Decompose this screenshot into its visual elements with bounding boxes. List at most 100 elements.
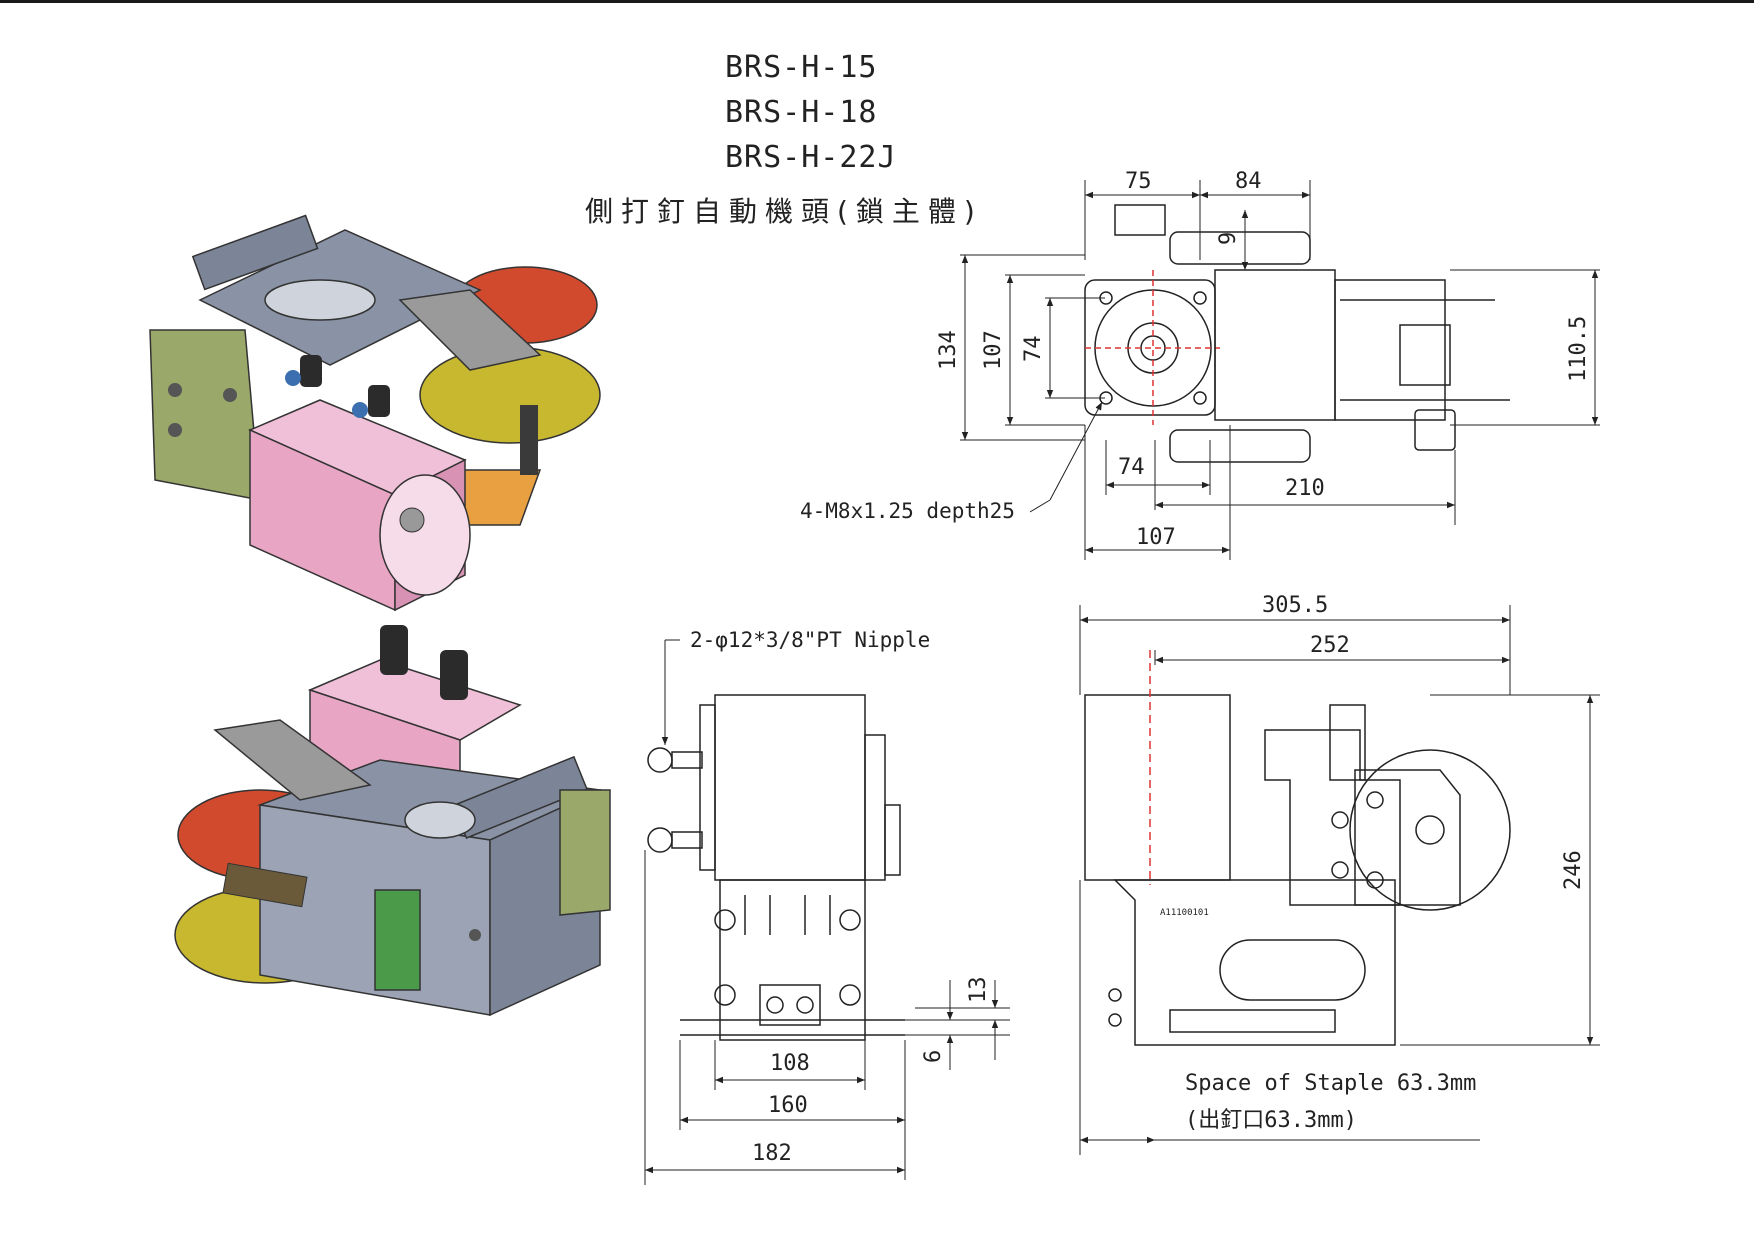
dim-label: 84 [1235,169,1262,194]
staple-guide [222,862,308,908]
dim-label: 74 [1021,336,1046,363]
dim-label: 108 [770,1051,810,1076]
fitting-ring-icon [352,402,368,418]
dim-label: 246 [1561,850,1586,890]
bolt-icon [714,909,736,931]
nose-block [759,984,821,1026]
shaft-nut-icon [399,507,425,533]
bolt-hole-icon [1193,391,1207,405]
nipple-body [671,831,703,849]
dim-label: 75 [1125,169,1152,194]
description-title: 側打釘自動機頭(鎖主體) [585,195,983,228]
cross-bar [398,289,542,371]
nipple-callout: 2-φ12*3/8"PT Nipple [690,628,930,652]
dim-label: 134 [936,330,961,370]
bolt-icon [766,996,784,1014]
bolt-icon [1366,871,1384,889]
isometric-view-bottom [174,625,611,1017]
roller-hub [1415,815,1445,845]
model-title-1: BRS-H-15 [725,50,878,85]
top-orthographic-view [1084,204,1510,463]
front-view-dimensions [644,639,1010,1185]
bolt-icon [1108,1013,1122,1027]
bolt-icon [714,984,736,1006]
isometric-view-top [149,214,601,612]
arm-bracket [1354,769,1461,906]
motor-right-plate [864,734,886,881]
part-label: A11100101 [1160,908,1209,918]
motor-body-outline [1084,694,1231,881]
mount-bracket [191,214,319,291]
fitting-ring-icon [285,370,301,386]
staple-space-note: Space of Staple 63.3mm [1185,1071,1476,1096]
air-fitting-icon [300,355,322,387]
green-bracket [374,889,421,991]
dim-label: 305.5 [1262,593,1328,618]
motor-side-plate [699,704,716,871]
dim-label: 107 [981,330,1006,370]
nipple-fitting-icon [647,827,673,853]
side-view-dimensions [1079,605,1600,1155]
side-view-dimension-labels: 305.5 252 246 A11100101 Space of Staple … [1160,593,1586,1133]
nipple-fitting-icon [647,747,673,773]
motor-bore [1094,289,1212,407]
green-bracket [149,329,261,501]
motor-shaft [1140,335,1166,361]
bolt-icon [223,388,237,402]
inlet-fitting [1114,204,1166,236]
dim-label: 252 [1310,633,1350,658]
dim-label: 160 [768,1093,808,1118]
dim-label: 6 [921,1050,946,1063]
sheet-top-border [0,0,1754,3]
staple-rail [1169,1009,1336,1033]
bolt-icon [469,929,481,941]
bolt-icon [1331,811,1349,829]
model-title-3: BRS-H-22J [725,140,897,175]
cylinder-block [1329,704,1366,781]
lower-slot-plate [1169,429,1311,463]
staple-space-note-cn: (出釘口63.3mm) [1185,1108,1357,1133]
top-view-dimension-labels: 75 84 9 134 107 74 110.5 74 210 107 4-M8… [800,169,1591,550]
dim-label: 74 [1118,455,1145,480]
front-view-dimension-labels: 2-φ12*3/8"PT Nipple 13 6 108 160 182 [690,628,991,1166]
air-fitting-icon [380,625,408,675]
dim-label: 9 [1216,232,1241,245]
nipple-body [671,751,703,769]
bolt-icon [1108,988,1122,1002]
bolt-icon [1366,791,1384,809]
roller-block [1414,409,1456,451]
magazine-window [1219,939,1366,1001]
model-title-2: BRS-H-18 [725,95,878,130]
dim-label: 107 [1136,525,1176,550]
thread-callout: 4-M8x1.25 depth25 [800,499,1015,523]
bolt-icon [168,383,182,397]
air-fitting-icon [368,385,390,417]
bolt-icon [168,423,182,437]
dim-label: 110.5 [1566,316,1591,382]
roller-wheel [1349,749,1511,911]
bracket-plate [884,804,901,876]
frame-slot [404,801,476,839]
driver-housing [719,879,866,1041]
motor-body-outline [714,694,866,881]
bolt-hole-icon [1193,291,1207,305]
bolt-icon [1331,861,1349,879]
side-orthographic-view [1084,650,1511,1046]
air-fitting-icon [440,650,468,700]
driver-housing [1113,879,1396,1046]
dim-label: 182 [752,1141,792,1166]
dim-label: 13 [966,977,991,1004]
front-orthographic-view [647,694,905,1041]
cross-bar [213,719,372,801]
body-outline [1214,269,1336,421]
bolt-icon [839,984,861,1006]
bolt-icon [839,909,861,931]
frame-slot [264,279,376,321]
dim-label: 210 [1285,476,1325,501]
guide-post [520,405,538,475]
driver-block [1334,279,1446,421]
motor-flange [379,474,471,596]
top-view-dimensions [960,180,1600,560]
